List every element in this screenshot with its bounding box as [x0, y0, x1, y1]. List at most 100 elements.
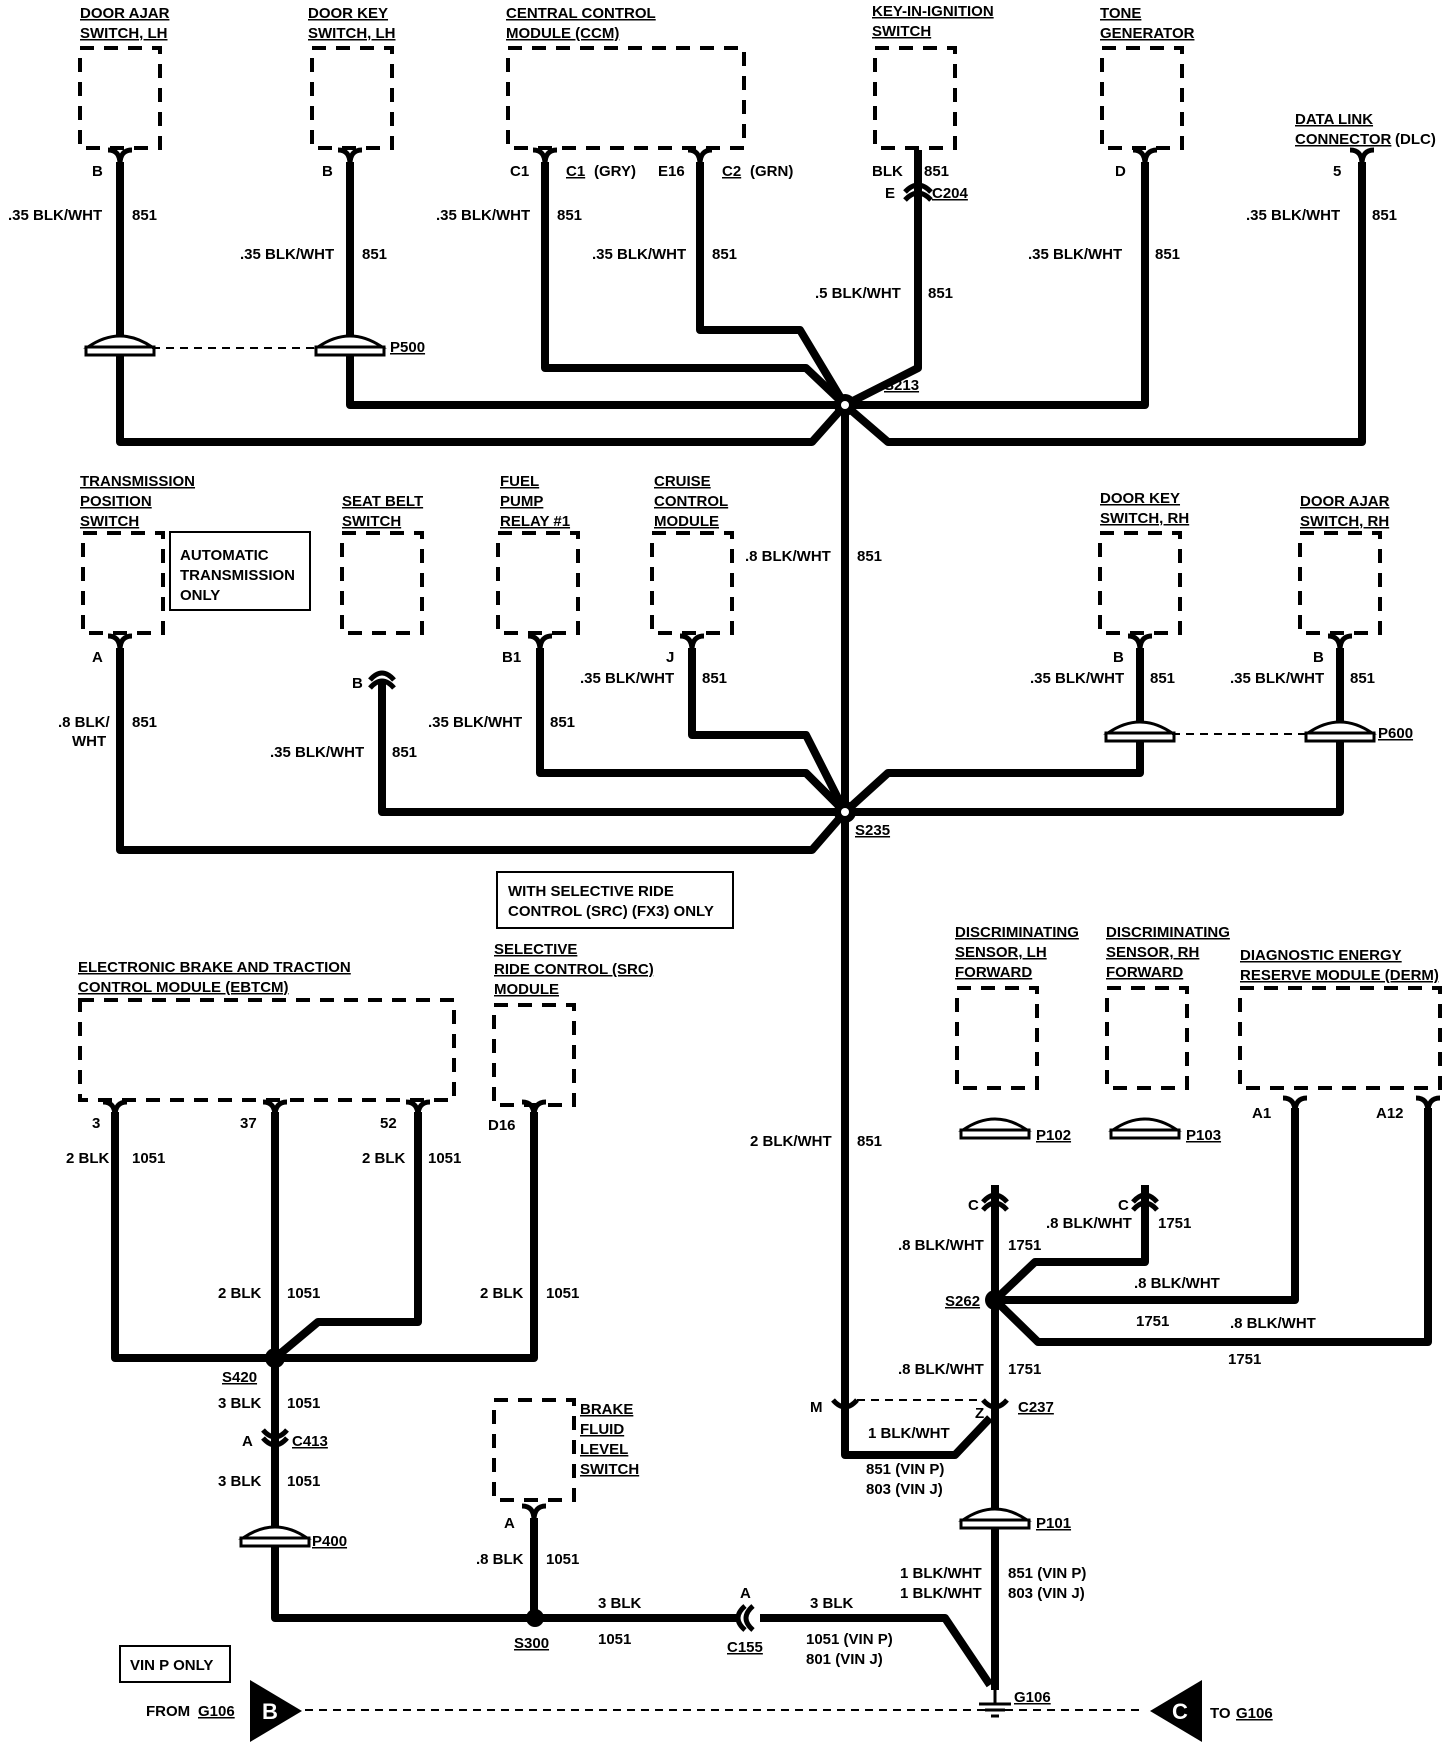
pin-label: E16 [658, 163, 685, 180]
cruise-title-3: MODULE [654, 513, 719, 530]
p102-cap [958, 1117, 1032, 1132]
seat-belt-box [340, 531, 424, 635]
wire-label: .8 BLK [476, 1551, 524, 1568]
cruise-title: CRUISE [654, 473, 711, 490]
door-key-rh-title: DOOR KEY [1100, 490, 1180, 507]
wire-circuit: 1751 [1136, 1313, 1169, 1330]
wire-fuel-pump [536, 648, 848, 815]
ebtcm-title: ELECTRONIC BRAKE AND TRACTION [78, 959, 351, 976]
disc-rh-title-2: SENSOR, RH [1106, 944, 1199, 961]
key-in-ignition-box [873, 46, 957, 150]
pass-through-connectors [83, 334, 1377, 1548]
brake-fluid-box [492, 1398, 576, 1502]
wire-circuit: 851 (VIN P) [866, 1461, 944, 1478]
pin-label: (GRY) [594, 163, 636, 180]
wire-label: .35 BLK/WHT [1028, 246, 1122, 263]
fuel-pump-box [496, 531, 580, 635]
derm-title: DIAGNOSTIC ENERGY [1240, 947, 1402, 964]
wire-label: .35 BLK/WHT [592, 246, 686, 263]
ccm-title: CENTRAL CONTROL [506, 5, 656, 22]
wire-door-key-lh [346, 162, 845, 409]
auto-trans-note-2: TRANSMISSION [180, 567, 295, 584]
pin-fork [337, 147, 363, 165]
wire-circuit: 1751 [1228, 1351, 1261, 1368]
wire-ebtcm-3 [111, 1112, 275, 1362]
wire-circuit: 851 [1350, 670, 1375, 687]
pin-fork [1349, 147, 1375, 165]
pin-label: 37 [240, 1115, 257, 1132]
pin-fork [1282, 1095, 1308, 1113]
wire-disc-rh [992, 1185, 1149, 1303]
triangle-c-icon [1150, 1680, 1202, 1742]
pin-fork [405, 1099, 431, 1117]
wire-label: 2 BLK/WHT [750, 1133, 832, 1150]
wire-trans-position [116, 648, 849, 854]
src-note-1: WITH SELECTIVE RIDE [508, 883, 674, 900]
wire-circuit: 1051 (VIN P) [806, 1631, 893, 1648]
wire-label: 3 BLK [218, 1395, 262, 1412]
trans-position-title-2: POSITION [80, 493, 152, 510]
p500-body [314, 345, 386, 357]
wire-circuit: 1051 [546, 1285, 579, 1302]
trans-position-box [81, 531, 165, 635]
from-ref: G106 [198, 1703, 235, 1720]
splice-connector-labels: S213 S235 S420 S300 S262 P500 P600 P400 … [222, 339, 1413, 1656]
pin-label: D16 [488, 1117, 516, 1134]
s262-label: S262 [945, 1293, 980, 1310]
ccm-title-2: MODULE (CCM) [506, 25, 619, 42]
pin-label: C [1118, 1197, 1129, 1214]
wire-label: .8 BLK/WHT [1230, 1315, 1316, 1332]
wire-label: .8 BLK/ [58, 714, 111, 731]
p101-body [959, 1518, 1031, 1530]
seat-belt-arc [368, 678, 396, 690]
wire-label: 2 BLK [362, 1150, 406, 1167]
disc-lh-box [955, 986, 1039, 1090]
s235-label: S235 [855, 822, 890, 839]
p103-cap [1108, 1117, 1182, 1132]
c155-arc [735, 1604, 747, 1632]
p400-label: P400 [312, 1533, 347, 1550]
fuel-pump-title: FUEL [500, 473, 539, 490]
pin-label: E [885, 185, 895, 202]
wire-src [275, 1112, 538, 1362]
wire-network [111, 150, 1432, 1690]
pin-fork [102, 1099, 128, 1117]
pin-label: BLK [872, 163, 903, 180]
wire-circuit: 851 [1372, 207, 1397, 224]
wire-derm-a1 [995, 1108, 1299, 1304]
wire-circuit: 1051 [546, 1551, 579, 1568]
c413-arc [261, 1428, 289, 1440]
wire-circuit: 1051 [287, 1395, 320, 1412]
pin-label: 3 [92, 1115, 100, 1132]
wire-circuit: 851 [857, 1133, 882, 1150]
p600-rh-cap [1103, 720, 1177, 735]
ebtcm-box [78, 998, 456, 1102]
pin-fork [107, 633, 133, 651]
pin-label: P102 [1036, 1127, 1071, 1144]
c155-label: C155 [727, 1639, 763, 1656]
wire-circuit: 851 [928, 285, 953, 302]
pin-fork [521, 1099, 547, 1117]
pin-label: C204 [932, 185, 969, 202]
wire-circuit: 801 (VIN J) [806, 1651, 883, 1668]
wire-label: .35 BLK/WHT [240, 246, 334, 263]
p400-body [239, 1536, 311, 1548]
cruise-title-2: CONTROL [654, 493, 728, 510]
tone-generator-title: TONE [1100, 5, 1141, 22]
wire-circuit: 851 [132, 207, 157, 224]
auto-trans-note-3: ONLY [180, 587, 220, 604]
pin-fork [1132, 147, 1158, 165]
src-box [492, 1003, 576, 1107]
p101-cap [958, 1507, 1032, 1522]
pin-label: 5 [1333, 163, 1341, 180]
wire-label: .8 BLK/WHT [1046, 1215, 1132, 1232]
p102-body [959, 1128, 1031, 1140]
pin-label: (GRN) [750, 163, 793, 180]
pin-label: B1 [502, 649, 521, 666]
c413-pin-label: A [242, 1433, 253, 1450]
wire-seat-belt [378, 680, 845, 816]
pin-label: A [504, 1515, 515, 1532]
src-title: SELECTIVE [494, 941, 577, 958]
wire-label: .5 BLK/WHT [815, 285, 901, 302]
